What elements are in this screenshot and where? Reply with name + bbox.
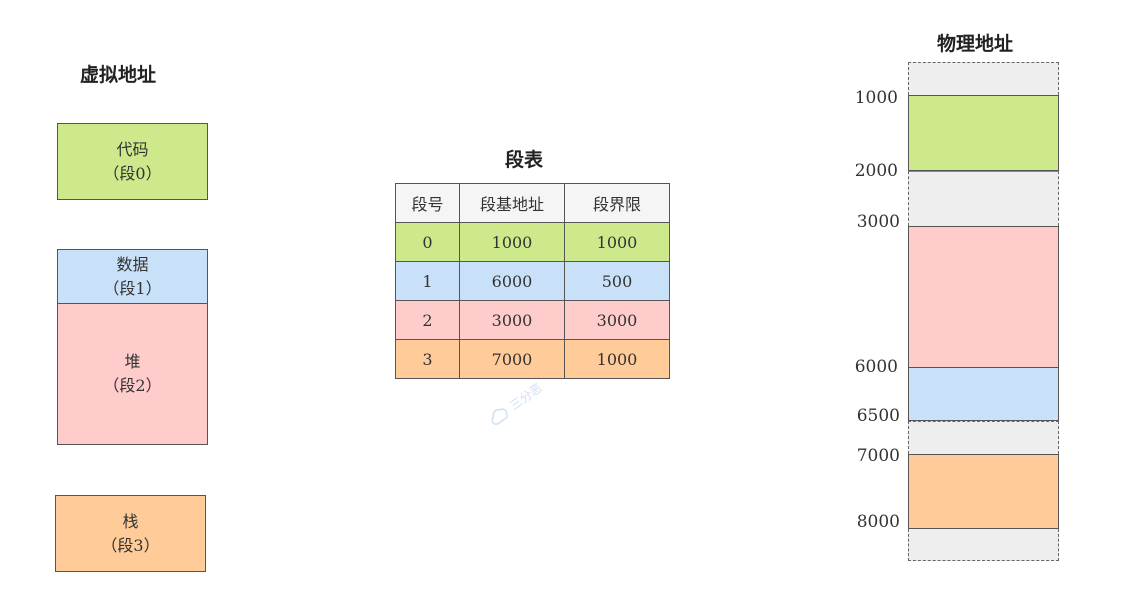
physical-data-segment <box>908 367 1059 421</box>
address-label-1000: 1000 <box>854 88 898 108</box>
header-segment-id: 段号 <box>395 183 460 223</box>
block-label: 堆 <box>124 352 141 371</box>
segment-id: 2 <box>395 300 460 340</box>
table-row: 2 3000 3000 <box>395 300 670 340</box>
stack-segment-block: 栈 （段3） <box>55 495 206 572</box>
watermark: 三分恶 <box>486 379 546 428</box>
base-address: 6000 <box>459 261 565 301</box>
heap-segment-block: 堆 （段2） <box>57 303 208 445</box>
base-address: 3000 <box>459 300 565 340</box>
segment-id: 1 <box>395 261 460 301</box>
table-header-row: 段号 段基地址 段界限 <box>395 183 670 223</box>
address-label-8000: 8000 <box>856 512 900 532</box>
segment-limit: 1000 <box>564 222 670 262</box>
cloud-icon <box>491 408 508 425</box>
free-memory-region <box>908 421 1059 454</box>
base-address: 1000 <box>459 222 565 262</box>
header-base-address: 段基地址 <box>459 183 565 223</box>
code-segment-block: 代码 （段0） <box>57 123 208 200</box>
address-label-2000: 2000 <box>854 161 898 181</box>
base-address: 7000 <box>459 339 565 379</box>
physical-code-segment <box>908 95 1059 171</box>
header-limit: 段界限 <box>564 183 670 223</box>
segment-id: 3 <box>395 339 460 379</box>
block-segment: （段0） <box>103 163 162 183</box>
address-label-6500: 6500 <box>856 406 900 426</box>
block-label: 数据 <box>116 254 149 274</box>
segment-id: 0 <box>395 222 460 262</box>
block-label: 栈 <box>122 511 139 531</box>
address-label-6000: 6000 <box>854 357 898 377</box>
virtual-address-title: 虚拟地址 <box>80 64 157 86</box>
segment-table: 段号 段基地址 段界限 0 1000 1000 1 6000 500 2 300… <box>395 183 670 379</box>
physical-heap-segment <box>908 226 1059 368</box>
block-segment: （段2） <box>103 376 162 395</box>
physical-address-title: 物理地址 <box>937 33 1014 55</box>
free-memory-region <box>908 62 1059 95</box>
block-label: 代码 <box>116 139 149 159</box>
physical-stack-segment <box>908 454 1059 529</box>
segment-limit: 1000 <box>564 339 670 379</box>
address-label-7000: 7000 <box>856 446 900 466</box>
watermark-text: 三分恶 <box>507 380 545 413</box>
segment-limit: 3000 <box>564 300 670 340</box>
data-segment-block: 数据 （段1） <box>57 249 208 304</box>
free-memory-region <box>908 529 1059 561</box>
free-memory-region <box>908 171 1059 226</box>
segment-limit: 500 <box>564 261 670 301</box>
address-label-3000: 3000 <box>856 212 900 232</box>
segment-table-title: 段表 <box>505 149 544 171</box>
block-segment: （段1） <box>103 278 162 298</box>
table-row: 1 6000 500 <box>395 261 670 301</box>
table-row: 0 1000 1000 <box>395 222 670 262</box>
block-segment: （段3） <box>101 535 160 555</box>
table-row: 3 7000 1000 <box>395 339 670 379</box>
